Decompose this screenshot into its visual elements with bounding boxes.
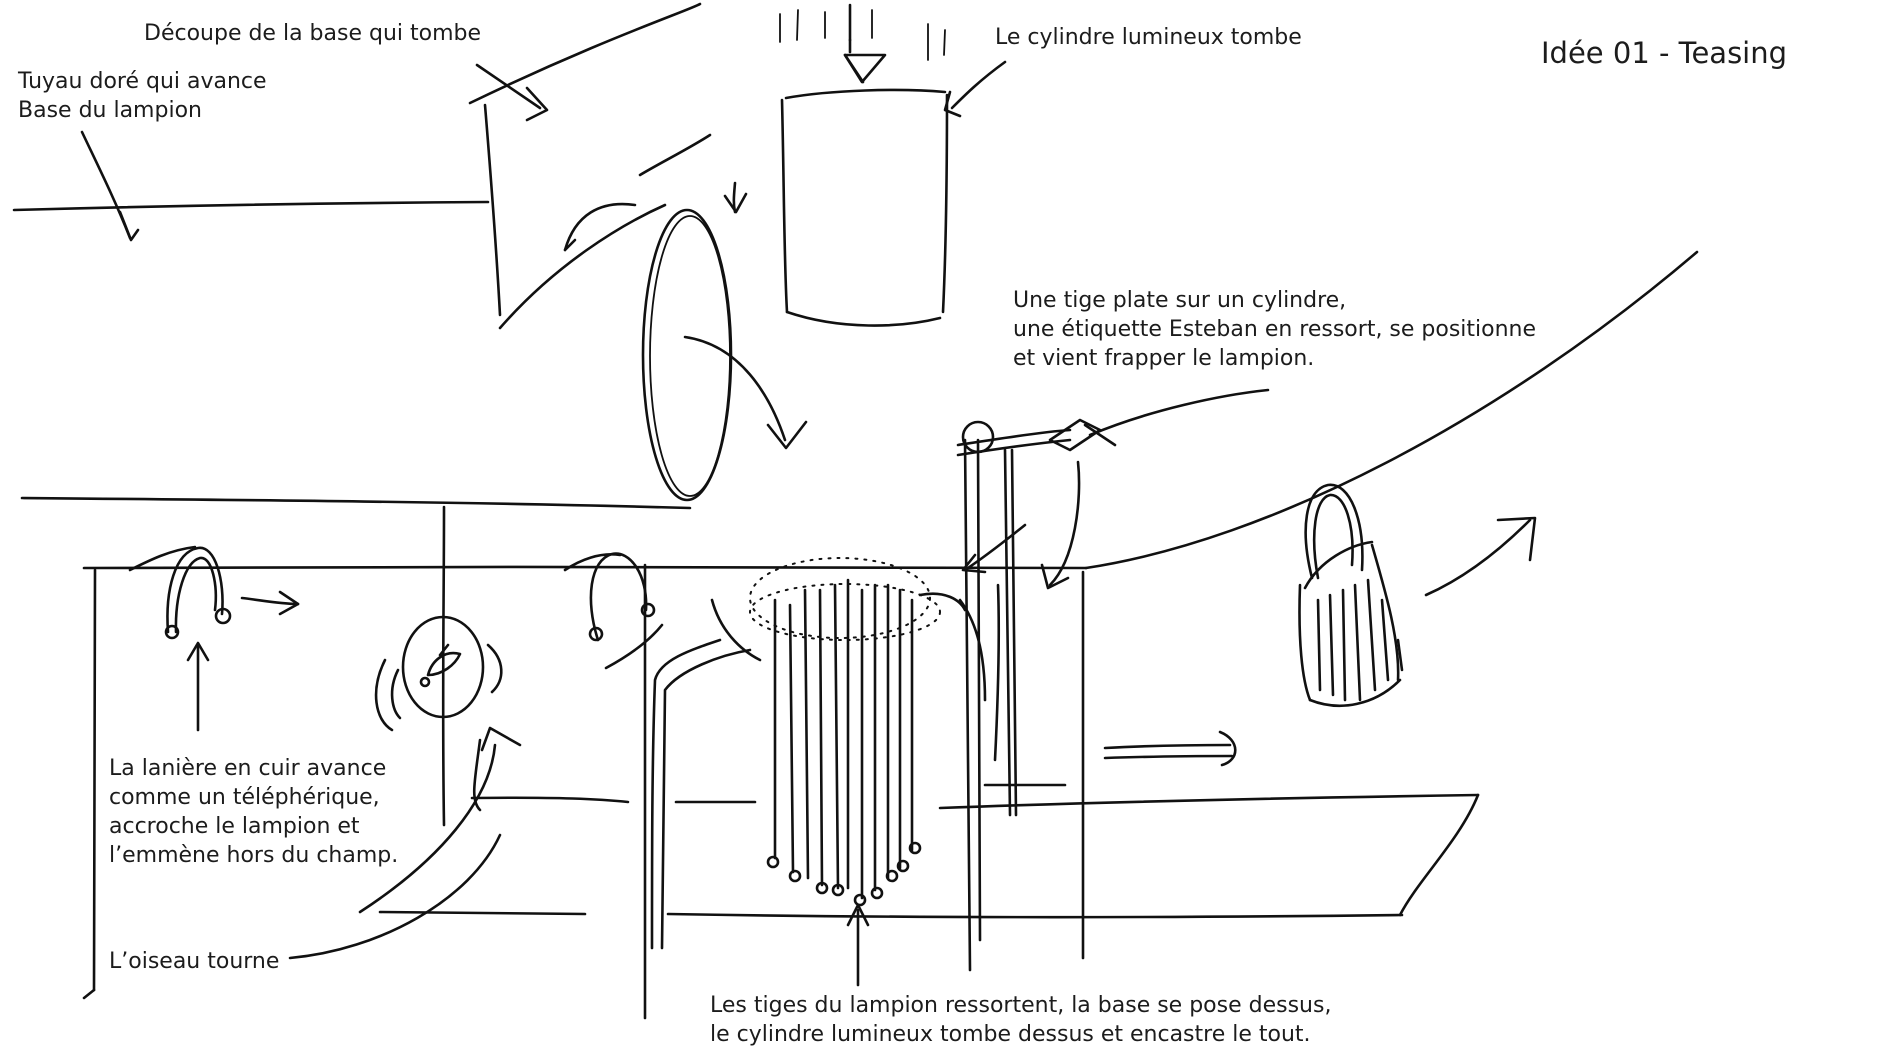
bird-drawing <box>288 615 522 960</box>
golden-pipe-drawing <box>12 2 808 510</box>
page-title: Idée 01 - Teasing <box>1541 36 1788 70</box>
leather-strap-drawing <box>128 545 300 732</box>
rods-emerge-note: Les tiges du lampion ressortent, la base… <box>710 993 1332 1047</box>
flat-rod-drawing <box>918 388 1270 972</box>
light-cylinder-drawing <box>779 3 1007 327</box>
bird-turns-note: L’oiseau tourne <box>109 949 280 974</box>
right-lampion-drawing <box>1103 483 1537 767</box>
cylinder-falls-note: Le cylindre lumineux tombe <box>995 25 1302 50</box>
center-strap-drawing <box>563 552 762 950</box>
golden-pipe-note: Tuyau doré qui avance Base du lampion <box>18 69 267 123</box>
flat-rod-note: Une tige plate sur un cylindre, une étiq… <box>1013 288 1537 371</box>
leather-strap-note: La lanière en cuir avance comme un télép… <box>109 756 399 868</box>
lampion-rods-drawing <box>749 557 941 987</box>
base-falls-note: Découpe de la base qui tombe <box>144 21 482 46</box>
